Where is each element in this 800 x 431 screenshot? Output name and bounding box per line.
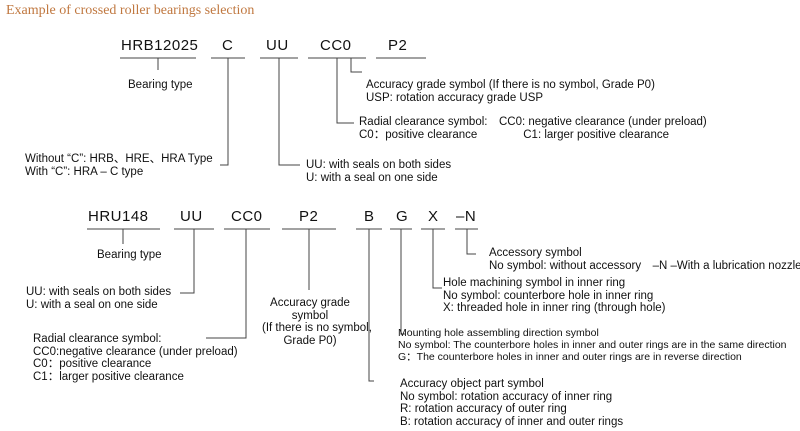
code-model-hrb12025: HRB12025 — [121, 37, 199, 54]
code-cc0: CC0 — [320, 37, 352, 54]
label-bearing-type-2: Bearing type — [97, 249, 162, 261]
note-mounting-direction: Mounting hole assembling direction symbo… — [398, 327, 787, 363]
code-b: B — [364, 208, 375, 225]
code-c: C — [222, 37, 234, 54]
code-cc0: CC0 — [231, 208, 263, 225]
code-uu: UU — [266, 37, 289, 54]
note-radial-clearance: Radial clearance symbol: CC0: negative c… — [359, 116, 707, 141]
note-radial-clearance-2: Radial clearance symbol:CC0:negative cle… — [33, 333, 238, 383]
code-p2: P2 — [299, 208, 319, 225]
note-accuracy-grade: Accuracy grade symbol (If there is no sy… — [366, 79, 655, 104]
code-uu: UU — [180, 208, 203, 225]
code-g: G — [396, 208, 409, 225]
label-bearing-type: Bearing type — [128, 79, 193, 91]
code-n: –N — [456, 208, 477, 225]
code-model-hru148: HRU148 — [88, 208, 149, 225]
code-x: X — [428, 208, 439, 225]
code-p2: P2 — [388, 37, 408, 54]
page-title: Example of crossed roller bearings selec… — [6, 3, 255, 18]
